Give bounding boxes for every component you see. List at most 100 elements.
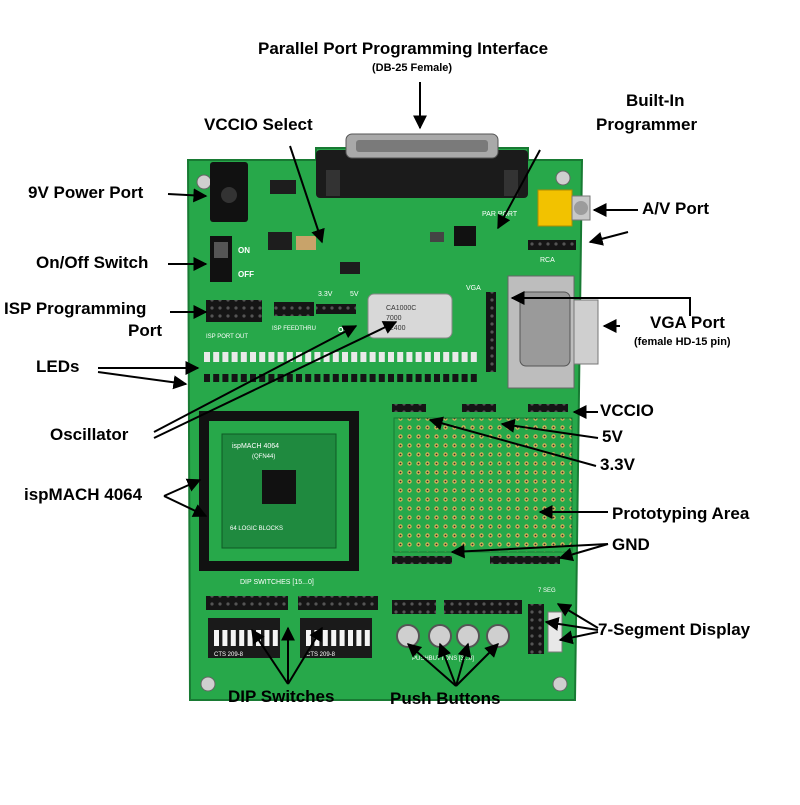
dip-lever [322,630,328,646]
mount-hole [555,170,571,186]
dip-lever [348,630,353,646]
seven-seg-marking: 7 SEG [538,588,556,594]
header-5v [462,404,496,412]
led-bank [204,352,477,382]
arrow-gnd-1 [450,543,609,559]
led-header-pin [332,374,339,382]
dip-lever [272,630,278,646]
arrow-7seg-1 [556,603,599,629]
label-gnd: GND [612,535,650,554]
arrow-vga-header [510,291,691,316]
label-vga-port: VGA Port [650,313,725,332]
led-header-pin [314,374,321,382]
label-leds: LEDs [36,357,80,376]
switch-off-marking: OFF [238,270,254,279]
header-3v3 [392,404,426,412]
isp-header: ISP PORT OUT ISP FEEDTHRU [206,300,316,340]
led [277,352,284,362]
osc-line2: 7000 [386,315,402,322]
vga-marking: VGA [466,285,481,292]
led-header-pin [415,374,422,382]
label-push-buttons: Push Buttons [390,689,501,708]
led [452,352,459,362]
label-parallel-port-sub: (DB-25 Female) [372,62,453,74]
power-switch: ON OFF [210,236,254,282]
led [213,352,220,362]
mount-hole [196,174,212,190]
arrow-ispmach-2 [163,495,208,517]
arrow-push-3 [455,642,472,687]
led [397,352,404,362]
label-vccio: VCCIO [600,401,654,420]
arrow-3v3 [428,416,597,467]
dip-lever [239,630,245,646]
led [323,352,330,362]
ispmach-socket: ispMACH 4064 (QFN44) 64 LOGIC BLOCKS [199,411,359,571]
led [351,352,358,362]
led [204,352,210,362]
v33-marking: 3.3V [318,291,333,298]
label-vga-sub: (female HD-15 pin) [634,336,731,348]
cts-marking-1: CTS 209-8 [214,652,244,658]
ispmach-name-marking: ispMACH 4064 [232,443,279,450]
dip-lever [222,630,228,646]
label-dip-switches: DIP Switches [228,687,335,706]
arrow-push-1 [406,643,457,687]
led-header-pin [388,374,394,382]
label-5v: 5V [602,427,623,446]
led [268,352,275,362]
led [286,352,293,362]
label-seven-seg: 7-Segment Display [598,620,751,639]
arrow-dip-3 [287,626,323,685]
label-builtin-line2: Programmer [596,115,698,134]
arrow-push-2 [437,642,457,687]
led-header-pin [406,374,413,382]
led [461,352,468,362]
led [369,352,376,362]
arrow-5v [500,418,599,439]
led-header-pin [204,374,210,382]
led [470,352,477,362]
label-vccio-select: VCCIO Select [204,115,313,134]
label-av-port: A/V Port [642,199,710,218]
arrow-leds-2 [97,371,188,390]
label-isp-line2: Port [128,321,162,340]
led-header-pin [213,374,220,382]
led-header-pin [342,374,348,382]
pushbutton [456,624,480,648]
mount-hole [552,676,568,692]
logic-blocks-marking: 64 LOGIC BLOCKS [230,526,283,532]
led [443,352,450,362]
pushbutton [396,624,420,648]
led [222,352,229,362]
label-builtin-line1: Built-In [626,91,685,110]
gnd-header [392,556,452,564]
push-title-marking: PUSHBUTTONS [3...0] [412,656,474,662]
led-header-pin [323,374,330,382]
dip-lever [306,630,311,646]
arrow-gnd-2 [558,543,609,562]
component [270,180,296,194]
dip-lever [214,630,219,646]
label-3v3: 3.3V [600,455,635,474]
led-header-pin [222,374,229,382]
led [259,352,266,362]
callout-arrows [97,82,691,687]
led [360,352,367,362]
led-header-pin [351,374,358,382]
led-header-pin [296,374,302,382]
led-header-pin [240,374,247,382]
gnd-header [490,556,560,564]
led-header-pin [443,374,450,382]
led-header-pin [268,374,275,382]
header-vccio [528,404,568,412]
led [231,352,238,362]
label-isp-line1: ISP Programming [4,299,147,318]
led [314,352,321,362]
led [342,352,348,362]
arrow-push-4 [455,643,499,687]
isp-feedthru-marking: ISP FEEDTHRU [272,326,316,332]
prototyping-grid [393,417,573,553]
led-header-pin [378,374,385,382]
